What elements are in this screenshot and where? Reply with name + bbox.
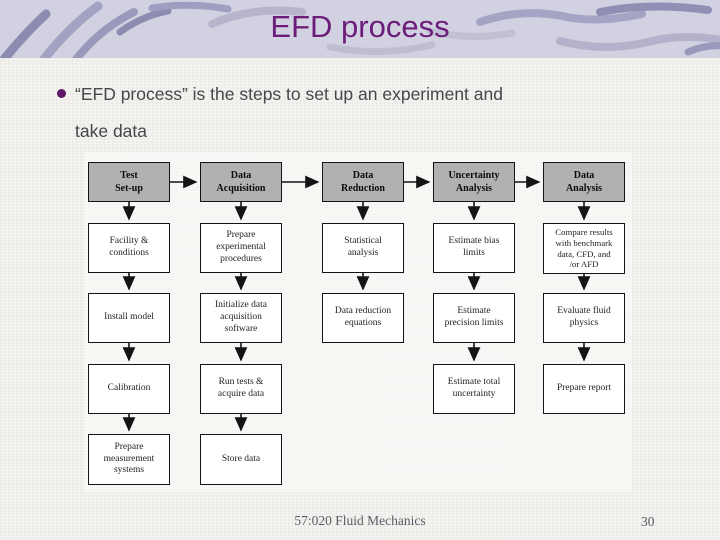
footer-course-label: 57:020 Fluid Mechanics — [294, 513, 426, 528]
flow-step-run-tests-acquire-data: Run tests & acquire data — [200, 364, 282, 414]
flow-header-uncertainty-analysis: Uncertainty Analysis — [433, 162, 515, 202]
flow-step-initialize-daq-software: Initialize data acquisition software — [200, 293, 282, 343]
flow-step-compare-results: Compare results with benchmark data, CFD… — [543, 223, 625, 274]
flow-step-calibration: Calibration — [88, 364, 170, 414]
flow-step-statistical-analysis: Statistical analysis — [322, 223, 404, 273]
page-number: 30 — [641, 514, 655, 529]
flow-step-store-data: Store data — [200, 434, 282, 485]
flow-step-estimate-bias-limits: Estimate bias limits — [433, 223, 515, 273]
flow-step-facility-conditions: Facility & conditions — [88, 223, 170, 273]
flow-step-prepare-report: Prepare report — [543, 364, 625, 414]
flow-step-estimate-precision-limits: Estimate precision limits — [433, 293, 515, 343]
flow-header-data-acquisition: Data Acquisition — [200, 162, 282, 202]
flow-header-data-analysis: Data Analysis — [543, 162, 625, 202]
flow-step-install-model: Install model — [88, 293, 170, 343]
bullet-item: “EFD process” is the steps to set up an … — [56, 76, 676, 150]
swirl-decoration — [0, 1, 720, 58]
slide-title: EFD process — [270, 9, 450, 44]
flow-step-data-reduction-equations: Data reduction equations — [322, 293, 404, 343]
flow-step-estimate-total-uncertainty: Estimate total uncertainty — [433, 364, 515, 414]
flow-step-prepare-experimental-procedures: Prepare experimental procedures — [200, 223, 282, 273]
header-band — [0, 0, 720, 58]
flow-step-prepare-measurement-systems: Prepare measurement systems — [88, 434, 170, 485]
bullet-dot-icon — [57, 89, 66, 98]
flow-step-evaluate-fluid-physics: Evaluate fluid physics — [543, 293, 625, 343]
bullet-text: “EFD process” is the steps to set up an … — [75, 84, 503, 141]
flow-header-data-reduction: Data Reduction — [322, 162, 404, 202]
flow-header-test-setup: Test Set-up — [88, 162, 170, 202]
